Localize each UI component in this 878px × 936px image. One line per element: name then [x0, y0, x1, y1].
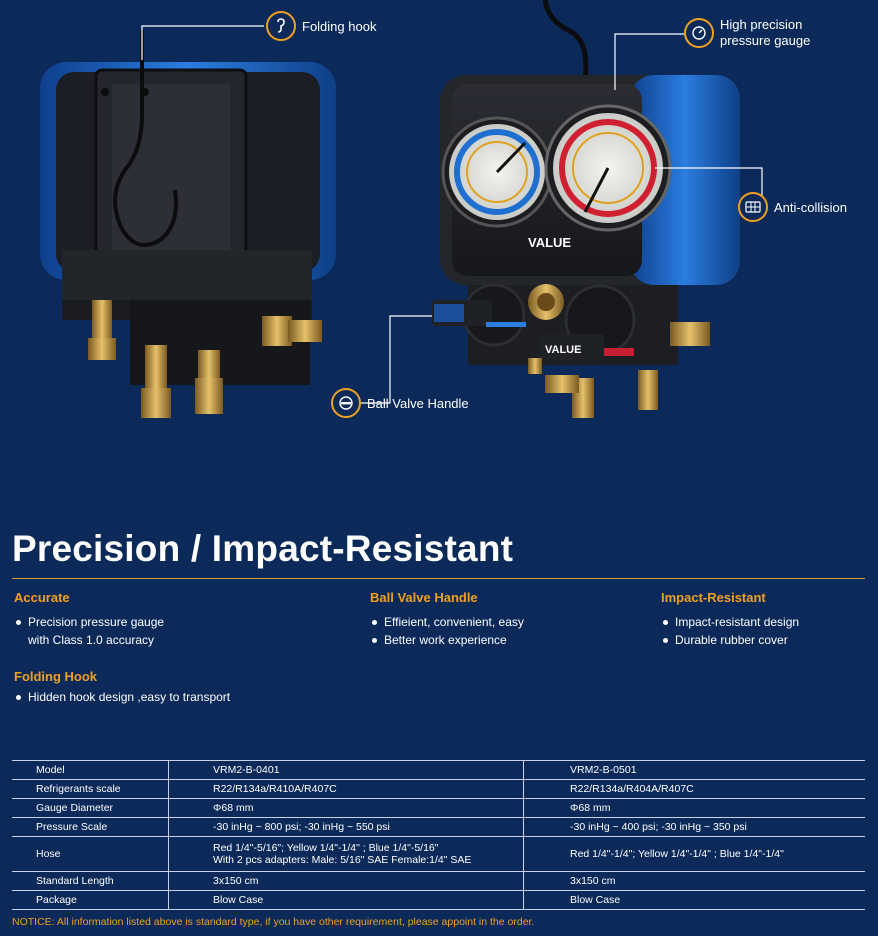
table-row: Standard Length 3x150 cm 3x150 cm — [12, 871, 865, 891]
spec-value-a: R22/R134a/R410A/R407C — [168, 779, 524, 799]
feature-ball-valve-item: Effieient, convenient, easy — [370, 613, 524, 631]
spec-label: Hose — [12, 836, 169, 872]
feature-impact: Impact-Resistant Impact-resistant design… — [661, 590, 799, 649]
feature-impact-item: Impact-resistant design — [661, 613, 799, 631]
callout-anti-collision: Anti-collision — [738, 192, 847, 222]
callout-ball-valve-label: Ball Valve Handle — [367, 395, 469, 411]
feature-ball-valve: Ball Valve Handle Effieient, convenient,… — [370, 590, 524, 649]
gauge-icon — [684, 18, 714, 48]
manifold-front-view: VALUE VALUE — [432, 0, 740, 418]
feature-ball-valve-item: Better work experience — [370, 631, 524, 649]
spec-value-b: Blow Case — [523, 890, 865, 910]
spec-value-a: -30 inHg ~ 800 psi; -30 inHg ~ 550 psi — [168, 817, 524, 837]
product-illustration: VALUE VALUE — [40, 0, 763, 418]
spec-label: Pressure Scale — [12, 817, 169, 837]
callout-gauge-line1: High precision — [720, 17, 803, 32]
spec-value-a: Blow Case — [168, 890, 524, 910]
feature-folding-item: Hidden hook design ,easy to transport — [14, 688, 230, 706]
hose-a-line2: With 2 pcs adapters: Male: 5/16" SAE Fem… — [213, 854, 472, 866]
feature-accurate-item-cont: with Class 1.0 accuracy — [28, 633, 155, 647]
brand-logo-handle: VALUE — [545, 344, 581, 356]
feature-impact-title: Impact-Resistant — [661, 590, 766, 605]
table-row: Gauge Diameter Φ68 mm Φ68 mm — [12, 798, 865, 818]
spec-label: Gauge Diameter — [12, 798, 169, 818]
spec-value-a: 3x150 cm — [168, 871, 524, 891]
spec-value-b: Red 1/4"-1/4"; Yellow 1/4"-1/4" ; Blue 1… — [523, 836, 865, 872]
spec-value-b: Φ68 mm — [523, 798, 865, 818]
brand-logo-gauge: VALUE — [528, 235, 571, 250]
spec-value-b: 3x150 cm — [523, 871, 865, 891]
table-row: Model VRM2-B-0401 VRM2-B-0501 — [12, 760, 865, 780]
feature-impact-item: Durable rubber cover — [661, 631, 799, 649]
table-row: Hose Red 1/4"-5/16"; Yellow 1/4"-1/4" ; … — [12, 836, 865, 872]
feature-accurate-item: Precision pressure gauge — [14, 613, 164, 631]
table-row: Package Blow Case Blow Case — [12, 890, 865, 910]
spec-label: Package — [12, 890, 169, 910]
callout-gauge-line2: pressure gauge — [720, 33, 811, 48]
spec-value-b: R22/R134a/R404A/R407C — [523, 779, 865, 799]
spec-label: Refrigerants scale — [12, 779, 169, 799]
feature-accurate: Accurate Precision pressure gauge with C… — [14, 590, 164, 649]
manifold-back-view — [40, 30, 336, 418]
feature-folding-title: Folding Hook — [14, 669, 98, 684]
spec-value-a: Φ68 mm — [168, 798, 524, 818]
page-title: Precision / Impact-Resistant — [12, 528, 514, 569]
feature-ball-valve-title: Ball Valve Handle — [370, 590, 478, 605]
table-row: Pressure Scale -30 inHg ~ 800 psi; -30 i… — [12, 817, 865, 837]
callout-pressure-gauge: High precision pressure gauge — [684, 17, 810, 49]
spec-value-b: -30 inHg ~ 400 psi; -30 inHg ~ 350 psi — [523, 817, 865, 837]
spec-table: Model VRM2-B-0401 VRM2-B-0501 Refrigeran… — [12, 760, 865, 910]
notice-text: NOTICE: All information listed above is … — [12, 916, 535, 928]
hose-a-line1: Red 1/4"-5/16"; Yellow 1/4"-1/4" ; Blue … — [213, 842, 439, 854]
spec-value-a: Red 1/4"-5/16"; Yellow 1/4"-1/4" ; Blue … — [168, 836, 524, 872]
spec-value-b: VRM2-B-0501 — [523, 760, 865, 780]
spec-value-a: VRM2-B-0401 — [168, 760, 524, 780]
feature-folding-hook: Folding Hook Hidden hook design ,easy to… — [14, 669, 230, 706]
armor-icon — [738, 192, 768, 222]
callout-folding-hook: Folding hook — [266, 11, 376, 41]
spec-label: Model — [12, 760, 169, 780]
table-row: Refrigerants scale R22/R134a/R410A/R407C… — [12, 779, 865, 799]
hook-icon — [266, 11, 296, 41]
valve-handle-icon — [331, 388, 361, 418]
feature-accurate-title: Accurate — [14, 590, 70, 605]
spec-label: Standard Length — [12, 871, 169, 891]
callout-folding-hook-label: Folding hook — [302, 18, 377, 34]
callout-anti-collision-label: Anti-collision — [774, 199, 847, 215]
callout-ball-valve: Ball Valve Handle — [331, 388, 469, 418]
headline-divider — [12, 578, 865, 579]
